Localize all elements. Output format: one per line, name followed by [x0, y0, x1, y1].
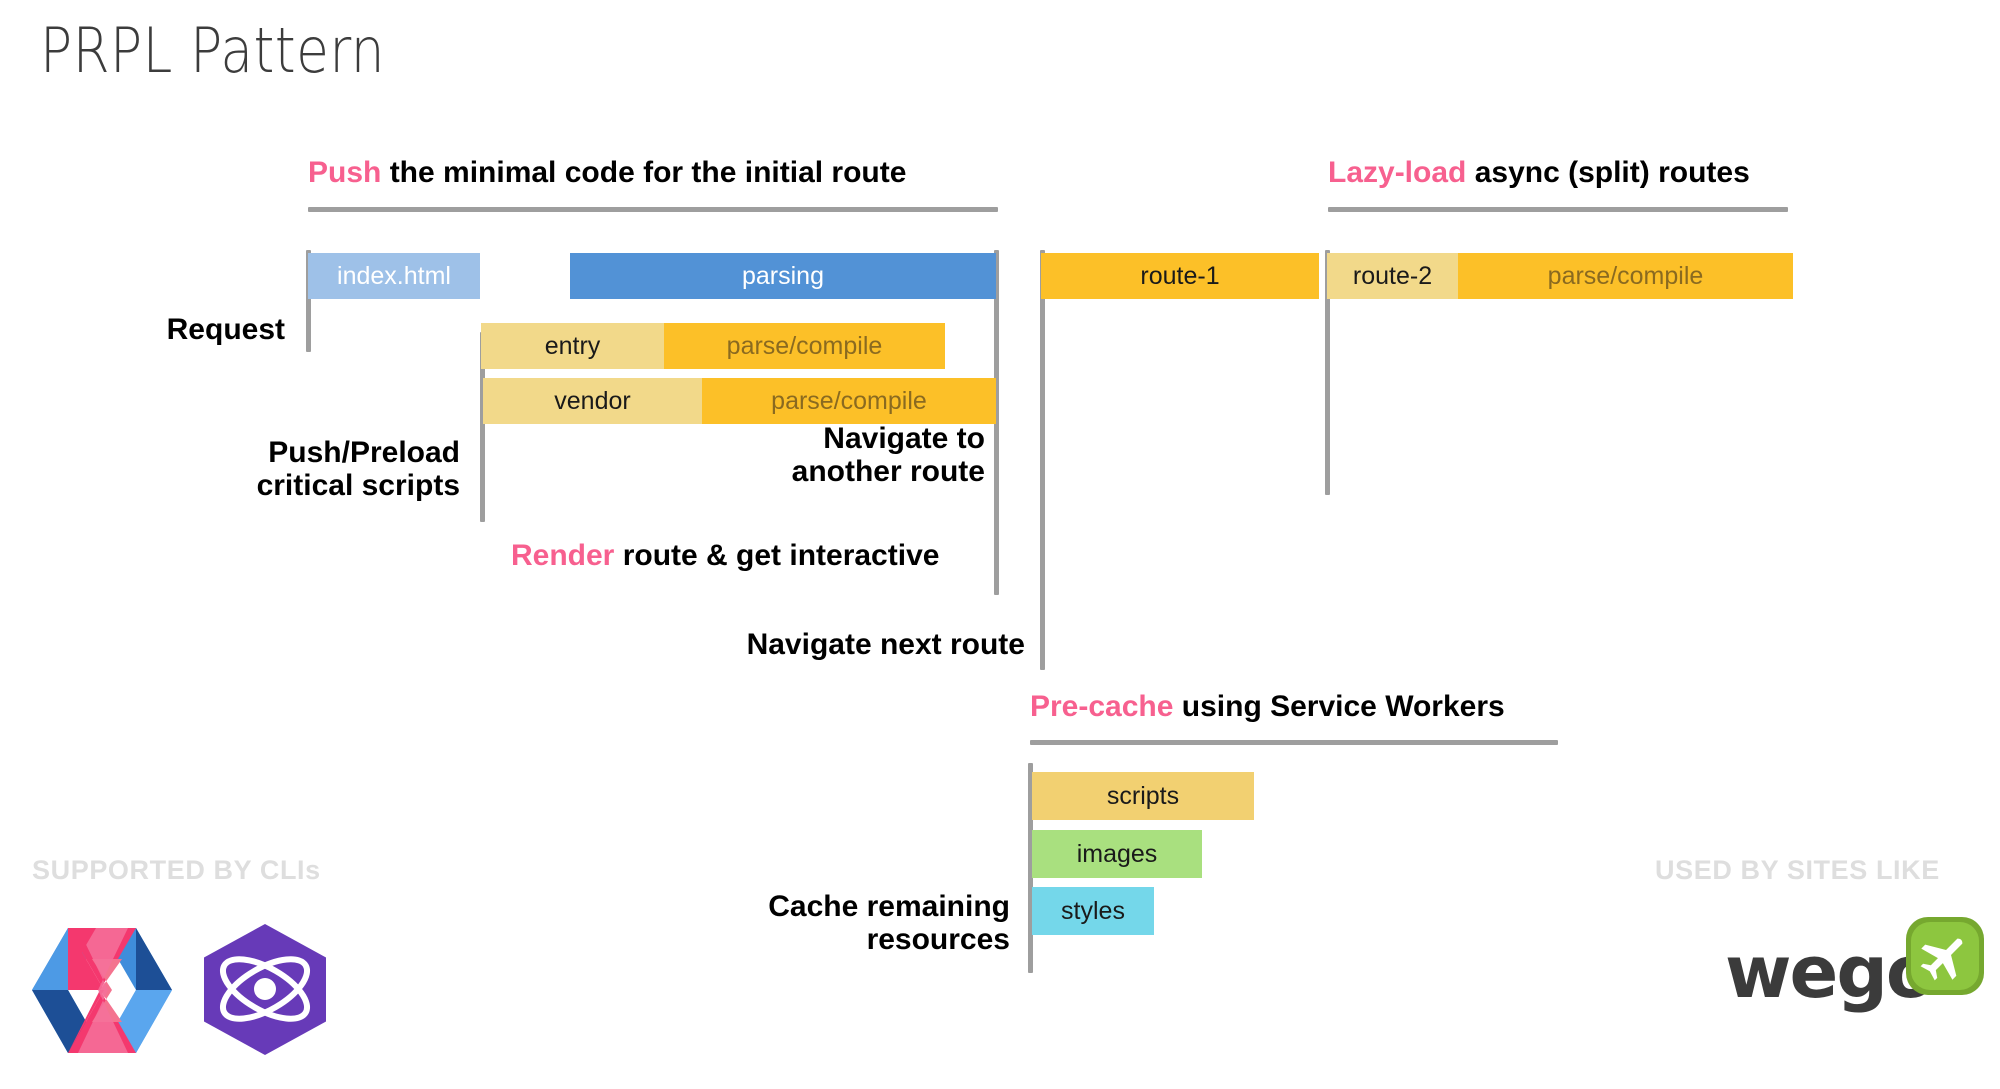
bar-index-html[interactable]: index.html [308, 253, 480, 299]
label-navigate-next: Navigate next route [746, 628, 1025, 661]
label-cache-remaining: Cache remaining resources [768, 890, 1010, 956]
section-heading-push-rest: the minimal code for the initial route [381, 156, 907, 189]
bar-segment-vendor-parse-compile: parse/compile [702, 378, 996, 424]
section-heading-lazy-accent: Lazy-load [1328, 156, 1467, 189]
bar-segment-styles: styles [1032, 887, 1154, 935]
airplane-icon [1920, 938, 1963, 981]
guide-line-navigate-next [1040, 250, 1045, 670]
section-heading-render-accent: Render [511, 539, 615, 572]
bar-segment-images: images [1032, 830, 1202, 878]
section-heading-precache: Pre-cache using Service Workers [1030, 692, 1505, 722]
bar-entry[interactable]: entry parse/compile [481, 323, 945, 369]
guide-line-precache [1028, 763, 1033, 973]
footer-caption-used-by: USED BY SITES LIKE [1655, 855, 1940, 886]
section-rule-precache [1030, 740, 1558, 745]
section-heading-render-rest: route & get interactive [614, 539, 940, 572]
polymer-logo [32, 928, 172, 1053]
label-navigate-another: Navigate to another route [791, 422, 985, 488]
bar-scripts[interactable]: scripts [1032, 772, 1254, 820]
label-push-preload: Push/Preload critical scripts [256, 436, 460, 502]
bar-vendor[interactable]: vendor parse/compile [483, 378, 996, 424]
bar-segment-entry: entry [481, 323, 664, 369]
bar-route-1[interactable]: route-1 [1041, 253, 1319, 299]
footer-caption-supported-by: SUPPORTED BY CLIs [32, 855, 321, 885]
guide-line-push-preload [480, 332, 485, 522]
section-heading-precache-rest: using Service Workers [1173, 690, 1505, 723]
guide-line-navigate-another [1325, 250, 1330, 495]
bar-parsing[interactable]: parsing [570, 253, 996, 299]
section-heading-push: Push the minimal code for the initial ro… [308, 158, 906, 188]
bar-segment-scripts: scripts [1032, 772, 1254, 820]
bar-segment-route-2: route-2 [1327, 253, 1458, 299]
bar-images[interactable]: images [1032, 830, 1202, 878]
bar-styles[interactable]: styles [1032, 887, 1154, 935]
bar-segment-route-1: route-1 [1041, 253, 1319, 299]
section-heading-precache-accent: Pre-cache [1030, 690, 1174, 723]
section-heading-lazy: Lazy-load async (split) routes [1328, 158, 1750, 188]
bar-segment-vendor: vendor [483, 378, 702, 424]
section-heading-lazy-rest: async (split) routes [1466, 156, 1750, 189]
section-heading-push-accent: Push [308, 156, 382, 189]
guide-line-render [994, 250, 999, 595]
section-rule-push [308, 207, 998, 212]
bar-segment-index-html: index.html [308, 253, 480, 299]
guide-line-request [306, 250, 311, 352]
preact-logo [200, 922, 330, 1057]
label-request: Request [166, 313, 285, 346]
footer-caption-used-by-text: USED BY SITES LIKE [1655, 855, 1940, 885]
page-title: PRPL Pattern [40, 14, 386, 87]
wego-wordmark: wego [1725, 930, 1935, 1014]
bar-segment-route-2-parse-compile: parse/compile [1458, 253, 1793, 299]
bar-segment-parsing: parsing [570, 253, 996, 299]
bar-segment-entry-parse-compile: parse/compile [664, 323, 945, 369]
wego-badge [1905, 916, 1985, 996]
section-rule-lazy [1328, 207, 1788, 212]
section-heading-render: Render route & get interactive [511, 541, 939, 571]
bar-route-2[interactable]: route-2 parse/compile [1327, 253, 1793, 299]
